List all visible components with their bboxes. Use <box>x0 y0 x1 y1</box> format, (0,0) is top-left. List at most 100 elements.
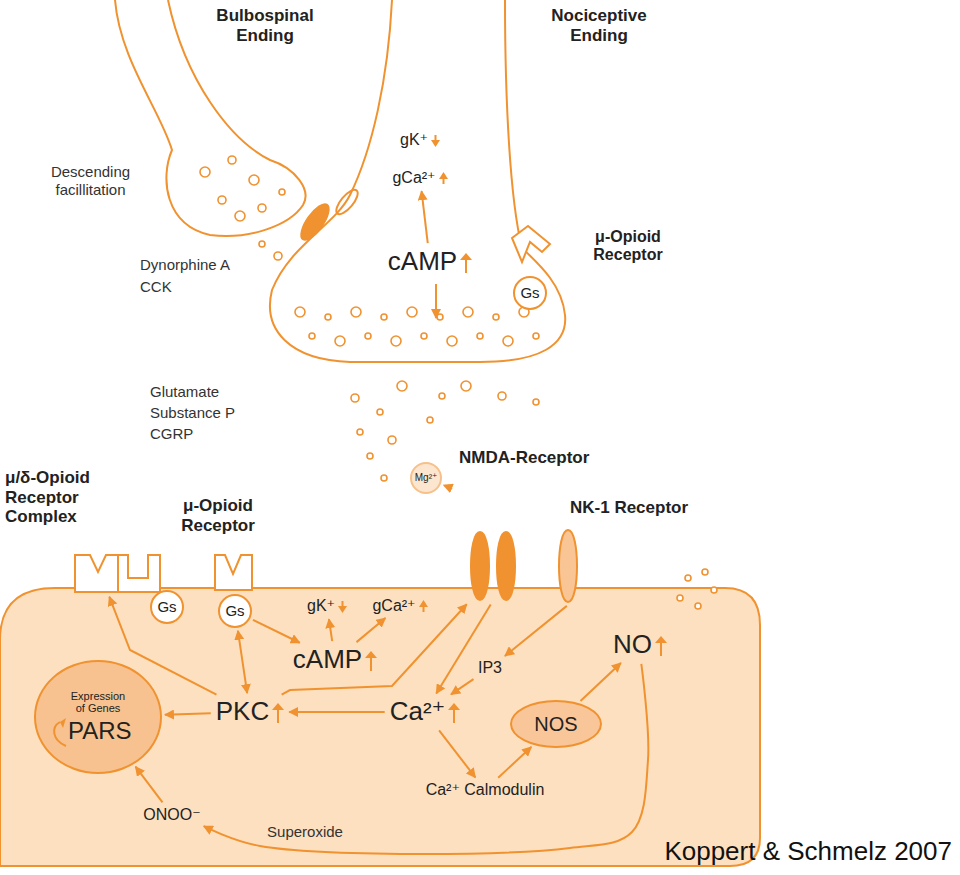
decrease-arrow <box>338 600 347 613</box>
bulbospinal-ending: Bulbospinal Ending <box>110 0 342 240</box>
conductance-term: gK⁺ <box>398 130 442 150</box>
nk1-receptor: NK-1 Receptor <box>556 496 716 604</box>
increase-arrow <box>272 703 284 724</box>
node-text: Ca²⁺ Calmodulin <box>426 781 545 799</box>
increase-arrow <box>365 651 377 672</box>
conductance-term: gCa²⁺ <box>390 168 449 188</box>
nmda-receptor-shape <box>497 532 515 600</box>
vesicle <box>274 252 282 260</box>
vesicle <box>377 409 383 415</box>
transmitter-name: Glutamate <box>150 383 219 401</box>
messenger-term: Ca²⁺ <box>388 696 463 728</box>
pathway-arrow <box>498 747 531 778</box>
vesicle <box>493 314 499 320</box>
vesicle <box>463 307 473 317</box>
vesicle <box>259 241 265 247</box>
vesicle <box>447 336 457 346</box>
nociceptive-ending-shape <box>270 0 565 362</box>
node-heading: μ-Opioid Receptor <box>168 496 268 535</box>
vesicle <box>218 196 226 204</box>
opioid-receptor-complex-shape <box>75 555 118 592</box>
pathway-arrow <box>238 631 247 693</box>
pathway-arrow <box>422 191 428 243</box>
node-text: cAMP <box>388 247 457 277</box>
node-heading: NK-1 Receptor <box>570 498 716 518</box>
vesicle <box>351 307 361 317</box>
node-heading: NMDA-Receptor <box>459 448 625 468</box>
nociceptive-ending: Nociceptive EndinggK⁺gCa²⁺cAMPμ-Opioid R… <box>262 0 662 366</box>
vesicle <box>391 336 401 346</box>
vesicle <box>367 453 373 459</box>
pathway-arrow <box>580 663 620 701</box>
vesicle <box>439 393 445 399</box>
vesicle <box>533 399 539 405</box>
opioid-receptor-shape <box>215 555 252 590</box>
vesicle <box>235 211 245 221</box>
vesicle <box>357 429 363 435</box>
vesicle <box>702 569 708 575</box>
vesicle <box>397 381 407 391</box>
node-text: IP3 <box>478 659 502 677</box>
messenger-term: IP3 <box>476 658 504 678</box>
vesicle <box>437 314 443 320</box>
enzyme-oval: NOS <box>510 700 602 748</box>
vesicle <box>695 603 701 609</box>
pathway-arrow <box>436 605 490 694</box>
node-text: gK⁺ <box>400 131 428 149</box>
credit: Koppert & Schmelz 2007 <box>664 836 952 867</box>
pathway-arrow <box>165 713 211 715</box>
g-protein: Gs <box>513 276 547 310</box>
nociceptive-ending-outline <box>262 0 662 366</box>
node-text: Gs <box>225 602 244 619</box>
vesicle <box>477 333 483 339</box>
messenger-term: Ca²⁺ Calmodulin <box>424 780 547 800</box>
node-text: gCa²⁺ <box>372 597 415 615</box>
node-text: PARS <box>68 717 128 745</box>
node-heading: Bulbospinal Ending <box>195 6 335 45</box>
nmda-receptor-shape <box>471 532 489 600</box>
vesicle <box>335 336 345 346</box>
opioid-receptor-shape <box>512 226 550 262</box>
nk1-receptor-shape <box>559 530 577 602</box>
opioid-receptor: μ-Opioid Receptor <box>508 224 680 274</box>
annotation: Descending facillitation <box>28 163 153 199</box>
messenger-term: NO <box>611 629 669 661</box>
node-text: ONOO⁻ <box>143 806 200 824</box>
vesicle <box>533 333 539 339</box>
nucleus-shape <box>54 722 66 746</box>
node-text: Ca²⁺ <box>390 697 446 727</box>
arrow-head <box>60 718 66 728</box>
g-protein: Gs <box>150 590 184 624</box>
messenger-term: cAMP <box>386 246 474 278</box>
node-text: NOS <box>534 713 577 736</box>
vesicle <box>365 333 371 339</box>
pathway-arrow <box>136 767 163 803</box>
node-text: NO <box>613 630 652 660</box>
vesicle <box>309 333 315 339</box>
nmda-receptor: NMDA-Receptor <box>455 446 625 602</box>
node-heading: μ/δ-Opioid Receptor Complex <box>5 468 120 527</box>
increase-arrow <box>448 703 460 724</box>
increase-arrow <box>419 600 428 613</box>
vesicle <box>407 307 417 317</box>
vesicles <box>200 156 717 609</box>
pathway-arrow <box>451 679 473 694</box>
pathway-arrow <box>329 619 332 641</box>
vesicle <box>711 587 717 593</box>
node-text: Expression of Genes <box>68 690 128 715</box>
node-text: Gs <box>520 284 539 301</box>
increase-arrow <box>655 636 667 657</box>
node-heading: μ-Opioid Receptor <box>580 228 676 265</box>
vesicle <box>325 314 331 320</box>
vesicle <box>228 156 236 164</box>
node-text: Mg²⁺ <box>415 472 438 484</box>
vesicle <box>381 475 387 481</box>
pathway-arrow <box>289 711 384 713</box>
transmitter-name: CCK <box>140 278 172 296</box>
opioid-receptor-complex: μ/δ-Opioid Receptor Complex <box>0 464 166 594</box>
increase-arrow <box>439 172 448 185</box>
edge-label: Superoxide <box>264 823 346 841</box>
node-text: gK⁺ <box>307 597 335 615</box>
release-arrow <box>435 284 437 318</box>
vesicle <box>427 417 433 423</box>
